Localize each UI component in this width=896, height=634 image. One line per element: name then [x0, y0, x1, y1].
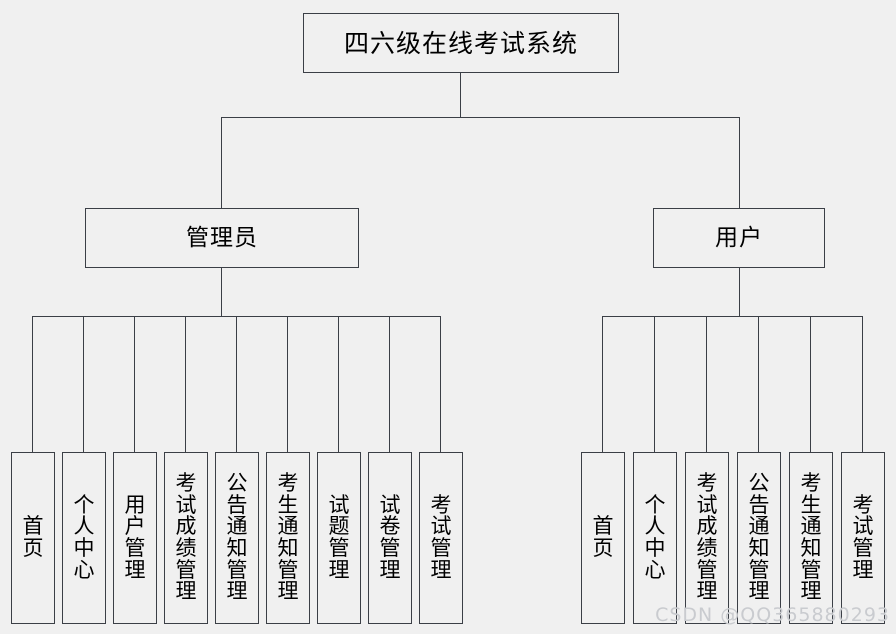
connector-drop-admin-9 [440, 316, 441, 452]
node-admin-leaf-home[interactable]: 首 页 [11, 452, 55, 624]
node-user-leaf-personal-center-label: 个 人 中 心 [644, 492, 666, 582]
node-admin-leaf-question-management[interactable]: 试 题 管 理 [317, 452, 361, 624]
node-admin-leaf-home-label: 首 页 [22, 514, 44, 560]
node-admin-leaf-paper-management-label: 试 卷 管 理 [379, 492, 401, 582]
node-admin-leaf-candidate-notice-management[interactable]: 考 生 通 知 管 理 [266, 452, 310, 624]
connector-user-stem [739, 268, 740, 316]
connector-level2-bus [221, 117, 740, 118]
node-administrator[interactable]: 管理员 [85, 208, 359, 268]
node-admin-leaf-paper-management[interactable]: 试 卷 管 理 [368, 452, 412, 624]
node-admin-leaf-user-management-label: 用 户 管 理 [124, 492, 146, 582]
connector-user-bus [602, 316, 863, 317]
connector-admin-stem [221, 268, 222, 316]
node-admin-leaf-exam-management-label: 考 试 管 理 [430, 492, 452, 582]
connector-drop-admin-8 [389, 316, 390, 452]
connector-drop-user-4 [758, 316, 759, 452]
node-user[interactable]: 用户 [653, 208, 825, 268]
node-user-leaf-candidate-notice-management[interactable]: 考 生 通 知 管 理 [789, 452, 833, 624]
node-admin-leaf-candidate-notice-management-label: 考 生 通 知 管 理 [277, 471, 299, 604]
connector-drop-user-3 [706, 316, 707, 452]
connector-drop-user-1 [602, 316, 603, 452]
node-user-label: 用户 [715, 224, 763, 251]
connector-drop-admin-3 [134, 316, 135, 452]
connector-drop-admin [221, 117, 222, 208]
connector-drop-user-5 [810, 316, 811, 452]
node-user-leaf-personal-center[interactable]: 个 人 中 心 [633, 452, 677, 624]
connector-drop-admin-1 [32, 316, 33, 452]
connector-drop-admin-4 [185, 316, 186, 452]
node-user-leaf-exam-score-management-label: 考 试 成 绩 管 理 [696, 471, 718, 604]
node-user-leaf-home[interactable]: 首 页 [581, 452, 625, 624]
connector-drop-admin-2 [83, 316, 84, 452]
node-admin-leaf-question-management-label: 试 题 管 理 [328, 492, 350, 582]
node-user-leaf-candidate-notice-management-label: 考 生 通 知 管 理 [800, 471, 822, 604]
node-root-system[interactable]: 四六级在线考试系统 [303, 13, 619, 73]
connector-drop-admin-6 [287, 316, 288, 452]
node-admin-leaf-personal-center-label: 个 人 中 心 [73, 492, 95, 582]
node-admin-leaf-announcement-management-label: 公 告 通 知 管 理 [226, 471, 248, 604]
connector-drop-admin-5 [236, 316, 237, 452]
connector-root-stem [460, 73, 461, 118]
node-admin-leaf-exam-score-management[interactable]: 考 试 成 绩 管 理 [164, 452, 208, 624]
node-administrator-label: 管理员 [186, 224, 258, 251]
node-admin-leaf-personal-center[interactable]: 个 人 中 心 [62, 452, 106, 624]
connector-drop-user-6 [862, 316, 863, 452]
node-root-label: 四六级在线考试系统 [343, 28, 578, 58]
connector-drop-user [739, 117, 740, 208]
node-user-leaf-exam-management[interactable]: 考 试 管 理 [841, 452, 885, 624]
connector-drop-admin-7 [338, 316, 339, 452]
node-user-leaf-announcement-management[interactable]: 公 告 通 知 管 理 [737, 452, 781, 624]
node-user-leaf-exam-score-management[interactable]: 考 试 成 绩 管 理 [685, 452, 729, 624]
node-user-leaf-announcement-management-label: 公 告 通 知 管 理 [748, 471, 770, 604]
node-admin-leaf-user-management[interactable]: 用 户 管 理 [113, 452, 157, 624]
node-admin-leaf-exam-score-management-label: 考 试 成 绩 管 理 [175, 471, 197, 604]
node-admin-leaf-announcement-management[interactable]: 公 告 通 知 管 理 [215, 452, 259, 624]
node-admin-leaf-exam-management[interactable]: 考 试 管 理 [419, 452, 463, 624]
node-user-leaf-home-label: 首 页 [592, 514, 614, 560]
node-user-leaf-exam-management-label: 考 试 管 理 [852, 492, 874, 582]
connector-drop-user-2 [654, 316, 655, 452]
